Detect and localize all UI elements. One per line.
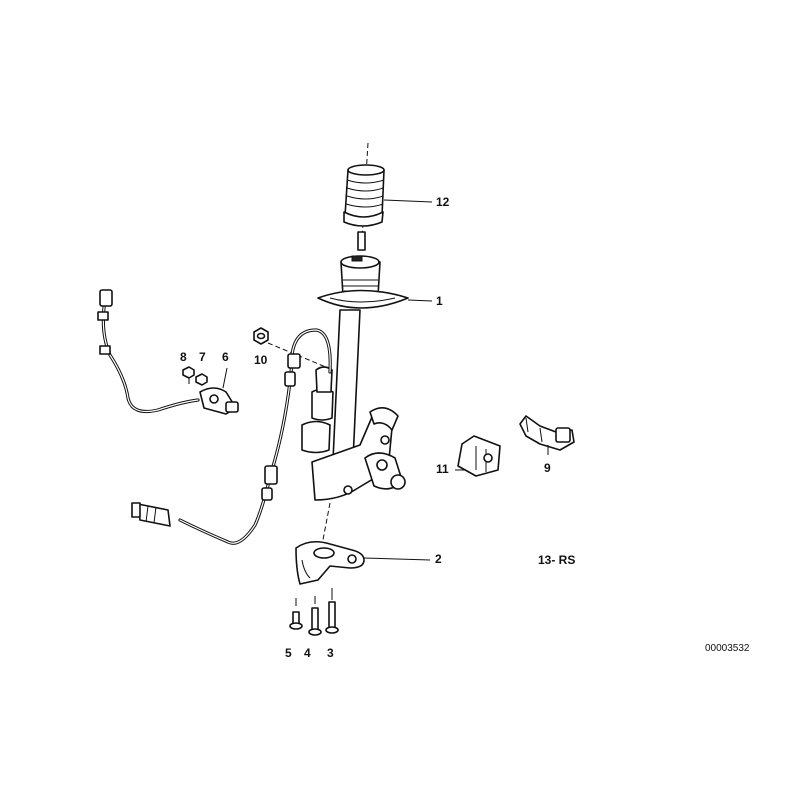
cables bbox=[97, 289, 332, 545]
callout-9: 9 bbox=[544, 461, 551, 475]
callout-6: 6 bbox=[222, 350, 229, 364]
reference-number: 00003532 bbox=[705, 643, 750, 654]
callout-11: 11 bbox=[436, 462, 449, 476]
callout-2: 2 bbox=[435, 552, 442, 566]
part-12-boot bbox=[343, 142, 385, 251]
callout-8: 8 bbox=[180, 350, 187, 364]
part-2-bracket bbox=[295, 502, 365, 585]
callout-10: 10 bbox=[254, 353, 268, 367]
section-label: 13- RS bbox=[538, 553, 576, 567]
callout-4: 4 bbox=[304, 646, 311, 660]
part-3-4-5-fasteners bbox=[289, 588, 339, 636]
leader-lines bbox=[363, 199, 549, 561]
part-1-strut bbox=[301, 255, 409, 501]
callout-7: 7 bbox=[199, 350, 206, 364]
part-9-holder bbox=[519, 415, 575, 451]
callout-12: 12 bbox=[436, 195, 450, 209]
callout-5: 5 bbox=[285, 646, 292, 660]
callout-3: 3 bbox=[327, 646, 334, 660]
part-11-clip bbox=[457, 435, 501, 477]
callout-1: 1 bbox=[436, 294, 443, 308]
part-6-7-8-sensor bbox=[182, 366, 239, 415]
